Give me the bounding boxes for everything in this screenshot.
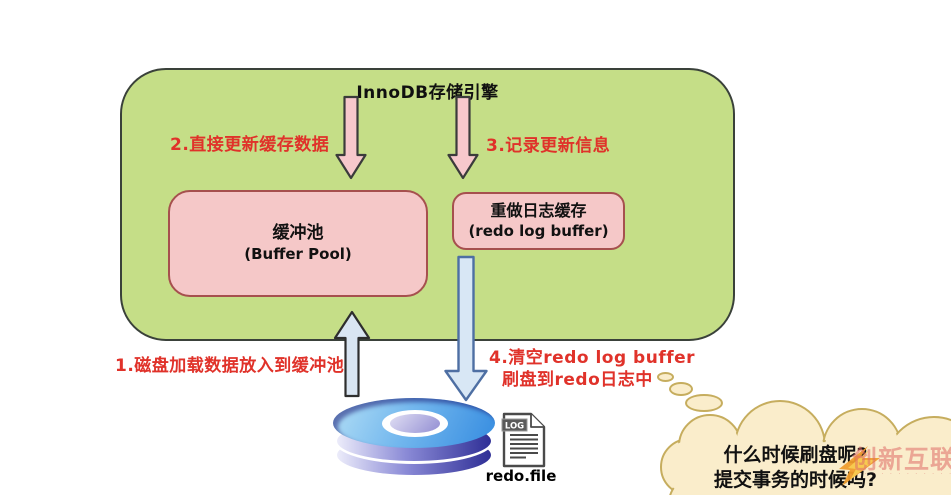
log-badge — [501, 418, 528, 432]
watermark-fineprint: · · · · · · · · · · · · · · — [856, 470, 951, 478]
down-arrow-record-redo-icon — [447, 95, 479, 180]
log-badge-label: LOG — [505, 422, 524, 432]
buffer-pool-name-en: (Buffer Pool) — [244, 244, 352, 263]
up-arrow-load-disk-icon — [333, 310, 371, 398]
lightning-bolt-highlight-icon — [848, 450, 875, 480]
thought-trail-bubble-medium — [669, 382, 693, 396]
redo-file-label: redo.file — [485, 467, 557, 485]
step-label-record-redo: 3.记录更新信息 — [486, 136, 611, 156]
thought-trail-bubble-large — [685, 394, 723, 412]
watermark-brand: 创新互联 — [852, 445, 951, 474]
step-label-flush-redo-line2: 刷盘到redo日志中 — [502, 370, 653, 390]
thought-line-2: 提交事务的时候吗? — [713, 469, 878, 491]
redo-log-buffer-name-cn: 重做日志缓存 — [490, 201, 587, 220]
down-arrow-flush-redo-icon — [444, 255, 488, 402]
log-file-icon: LOG — [501, 412, 546, 468]
watermark-logo-icon — [839, 446, 880, 486]
thought-trail-bubble-small — [657, 372, 674, 382]
redo-log-buffer-name-en: (redo log buffer) — [468, 222, 609, 240]
step-label-flush-redo-line1: 4.清空redo log buffer — [489, 348, 696, 368]
disk-center-hole — [390, 414, 440, 433]
step-label-flush-redo: 4.清空redo log buffer 刷盘到redo日志中 — [489, 347, 695, 391]
thought-line-1: 什么时候刷盘呢? — [723, 444, 868, 466]
redo-log-buffer-box: 重做日志缓存 (redo log buffer) — [452, 192, 625, 250]
step-label-update-cache: 2.直接更新缓存数据 — [170, 135, 330, 155]
disk-icon — [333, 398, 495, 484]
buffer-pool-name-cn: 缓冲池 — [272, 222, 324, 243]
log-file-fold-icon — [530, 414, 544, 428]
thought-bubble-text: 什么时候刷盘呢? 提交事务的时候吗? — [678, 443, 913, 493]
buffer-pool-box: 缓冲池 (Buffer Pool) — [168, 190, 428, 297]
step-label-load-disk: 1.磁盘加载数据放入到缓冲池 — [115, 356, 345, 376]
down-arrow-update-cache-icon — [335, 95, 367, 180]
